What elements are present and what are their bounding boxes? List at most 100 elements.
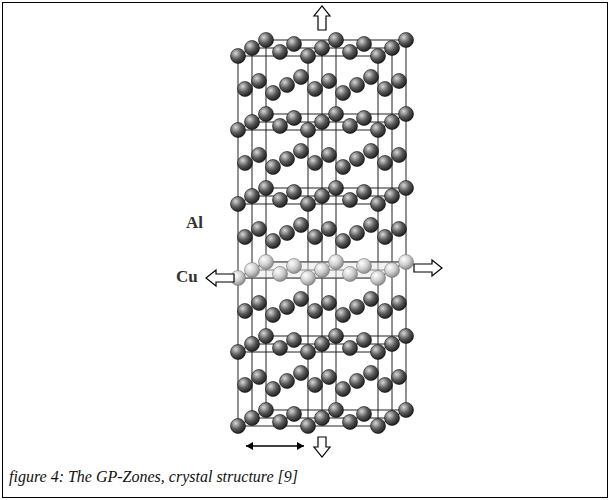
al-atom [350,226,365,241]
cu-atom [343,267,358,282]
al-atom [343,415,358,430]
al-atom [301,419,316,434]
al-atom [371,49,386,64]
al-atom [329,181,344,196]
al-atom [399,181,414,196]
al-atom [385,41,400,56]
al-atom [371,197,386,212]
al-atom [364,366,379,381]
al-atom [308,82,323,97]
al-atom [301,49,316,64]
al-atom [378,156,393,171]
al-atom [231,345,246,360]
al-atom [287,37,302,52]
al-atom [252,148,267,163]
al-atom [371,345,386,360]
al-atom [231,197,246,212]
al-atom [385,115,400,130]
al-atom [392,296,407,311]
al-atom [385,189,400,204]
al-atom [294,292,309,307]
figure-caption: figure 4: The GP-Zones, crystal structur… [9,468,298,486]
al-atom [392,222,407,237]
al-atom [231,49,246,64]
al-atom [245,115,260,130]
al-atom [315,41,330,56]
al-atom [245,189,260,204]
al-atom [245,411,260,426]
al-atom [392,370,407,385]
al-atom [315,411,330,426]
dimension-arrow [246,442,304,450]
al-atom [231,123,246,138]
al-atom [252,222,267,237]
al-atom [378,82,393,97]
al-atom [322,74,337,89]
al-atom [308,156,323,171]
al-atom [357,111,372,126]
al-atom [287,185,302,200]
al-atom [259,107,274,122]
cu-atom [399,255,414,270]
al-atom [343,341,358,356]
al-atom [329,403,344,418]
al-atom [378,378,393,393]
al-atom [294,144,309,159]
dimension-line [246,445,304,446]
al-atom [273,119,288,134]
al-atom [399,329,414,344]
al-atom [322,222,337,237]
al-atom [378,304,393,319]
al-atom [308,378,323,393]
al-atom [322,370,337,385]
block-arrow [314,437,330,457]
al-atom [294,70,309,85]
al-atom [245,337,260,352]
al-atom [329,107,344,122]
al-atom [336,86,351,101]
cu-atom [301,271,316,286]
al-atom [273,415,288,430]
al-atom [273,193,288,208]
al-atom [350,300,365,315]
cu-atom [315,263,330,278]
al-atom [315,115,330,130]
al-atom [245,41,260,56]
al-atom [231,419,246,434]
cu-atom [385,263,400,278]
cu-atom [357,259,372,274]
al-atom [252,296,267,311]
al-atom [252,74,267,89]
al-atom [287,333,302,348]
al-atom [259,181,274,196]
al-atom [322,148,337,163]
al-atom [273,45,288,60]
al-atom [329,329,344,344]
al-atom [364,70,379,85]
al-atom [378,230,393,245]
al-atom [364,292,379,307]
al-atom [294,218,309,233]
al-atom [259,329,274,344]
al-atom [273,341,288,356]
al-atom [287,111,302,126]
block-arrow [314,6,330,30]
al-atom [266,308,281,323]
al-atom [336,234,351,249]
al-atom [238,230,253,245]
arrow-head [297,442,304,450]
al-atom [343,193,358,208]
al-atom [280,374,295,389]
al-atom [357,37,372,52]
al-atom [364,144,379,159]
element-label: Al [186,214,203,231]
al-atom [322,296,337,311]
al-atom [266,234,281,249]
al-atom [280,300,295,315]
al-atom [371,419,386,434]
cell-edges [238,40,406,426]
al-atom [238,82,253,97]
al-atom [350,78,365,93]
